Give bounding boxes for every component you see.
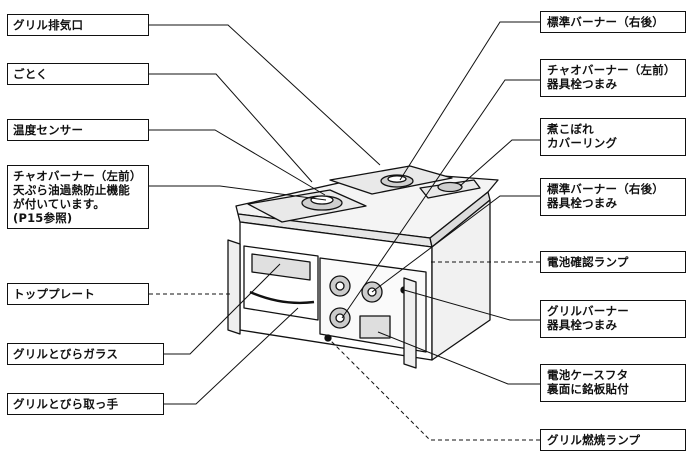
label-battery-check-lamp: 電池確認ランプ [540,251,686,273]
grill-handle-shape [249,290,315,305]
label-grill-door-handle: グリルとびら取っ手 [7,393,164,415]
battery-case-shape [359,315,391,339]
label-grill-burner-knob: グリルバーナー 器具栓つまみ [540,300,686,338]
label-trivet: ごとく [7,63,149,85]
label-std-burner-right-rear: 標準バーナー（右後） [540,11,686,33]
label-ciao-burner-knob: チャオバーナー（左前） 器具栓つまみ [540,59,686,97]
label-grill-burn-lamp: グリル燃焼ランプ [540,429,686,451]
label-ciao-burner-note: チャオバーナー（左前） 天ぷら油過熱防止機能 が付いています。 (P15参照) [7,165,149,229]
label-grill-door-glass: グリルとびらガラス [7,343,164,365]
label-battery-case-lid: 電池ケースフタ 裏面に銘板貼付 [540,364,686,402]
label-std-burner-knob: 標準バーナー（右後） 器具栓つまみ [540,178,686,216]
label-temp-sensor: 温度センサー [7,119,149,141]
label-top-plate: トッププレート [7,283,149,305]
label-grill-exhaust: グリル排気口 [7,14,149,36]
label-spill-cover-ring: 煮こぼれ カバーリング [540,118,686,156]
grill-glass-shape [251,253,311,281]
